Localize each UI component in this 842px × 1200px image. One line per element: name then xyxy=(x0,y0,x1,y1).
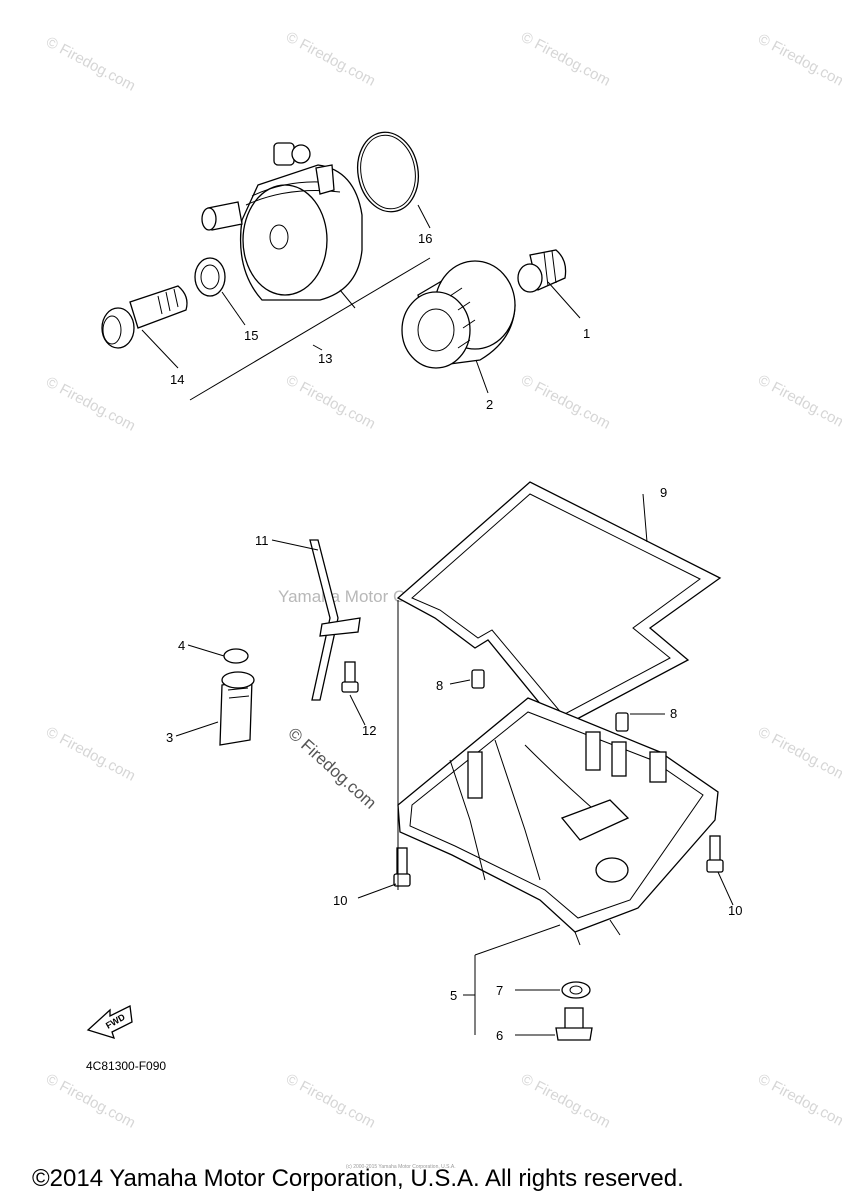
oil-strainer-11 xyxy=(309,539,361,701)
forward-arrow-icon: FWD xyxy=(86,1005,133,1039)
watermark: © Firedog.com xyxy=(283,1071,378,1132)
leader-lines-bottom xyxy=(175,493,734,1036)
watermark: © Firedog.com xyxy=(43,724,138,785)
watermark: © Firedog.com xyxy=(755,31,842,92)
union-bolt-14 xyxy=(101,285,188,349)
watermark: © Firedog.com xyxy=(755,372,842,433)
watermark: © Firedog.com xyxy=(755,1071,842,1132)
union-nipple-1 xyxy=(517,249,567,293)
callout-3: 3 xyxy=(166,730,173,745)
callout-2: 2 xyxy=(486,397,493,412)
callout-8: 8 xyxy=(436,678,443,693)
dowel-pins-8 xyxy=(471,669,629,732)
callout-15: 15 xyxy=(244,328,258,343)
drain-washer-7 xyxy=(561,981,591,999)
callout-14: 14 xyxy=(170,372,184,387)
watermark: © Firedog.com xyxy=(283,372,378,433)
callout-8: 8 xyxy=(670,706,677,721)
callout-7: 7 xyxy=(496,983,503,998)
watermark: © Firedog.com xyxy=(755,724,842,785)
watermark: © Firedog.com xyxy=(283,29,378,90)
callout-6: 6 xyxy=(496,1028,503,1043)
callout-13: 13 xyxy=(318,351,332,366)
callout-16: 16 xyxy=(418,231,432,246)
drain-bolt-6 xyxy=(555,1007,593,1041)
gasket-9 xyxy=(396,481,722,729)
fine-print: (c) 2000-2015 Yamaha Motor Corporation, … xyxy=(346,1164,456,1170)
callouts: 1 2 13 14 15 16 9 11 4 8 8 12 3 10 10 5 … xyxy=(166,231,742,1043)
callout-5: 5 xyxy=(450,988,457,1003)
oil-pan xyxy=(397,697,719,946)
leader-lines-top xyxy=(141,204,581,401)
callout-9: 9 xyxy=(660,485,667,500)
relief-valve-3 xyxy=(219,648,255,746)
watermark: © Firedog.com xyxy=(518,1071,613,1132)
callout-10: 10 xyxy=(728,903,742,918)
callout-4: 4 xyxy=(178,638,185,653)
watermark: © Firedog.com xyxy=(43,1071,138,1132)
callout-12: 12 xyxy=(362,723,376,738)
oil-filter-2 xyxy=(401,260,516,369)
diagram-code: 4C81300-F090 xyxy=(86,1059,166,1073)
watermark: © Firedog.com xyxy=(518,29,613,90)
washer-15 xyxy=(194,257,226,297)
callout-10: 10 xyxy=(333,893,347,908)
watermark: © Firedog.com xyxy=(43,34,138,95)
copyright-notice: ©2014 Yamaha Motor Corporation, U.S.A. A… xyxy=(32,1165,684,1192)
bolt-12 xyxy=(341,661,359,693)
callout-1: 1 xyxy=(583,326,590,341)
watermark: © Firedog.com xyxy=(518,372,613,433)
oil-cooler-assembly xyxy=(201,142,363,301)
callout-11: 11 xyxy=(255,533,269,548)
o-ring-16 xyxy=(357,131,419,213)
watermark: © Firedog.com xyxy=(43,374,138,435)
